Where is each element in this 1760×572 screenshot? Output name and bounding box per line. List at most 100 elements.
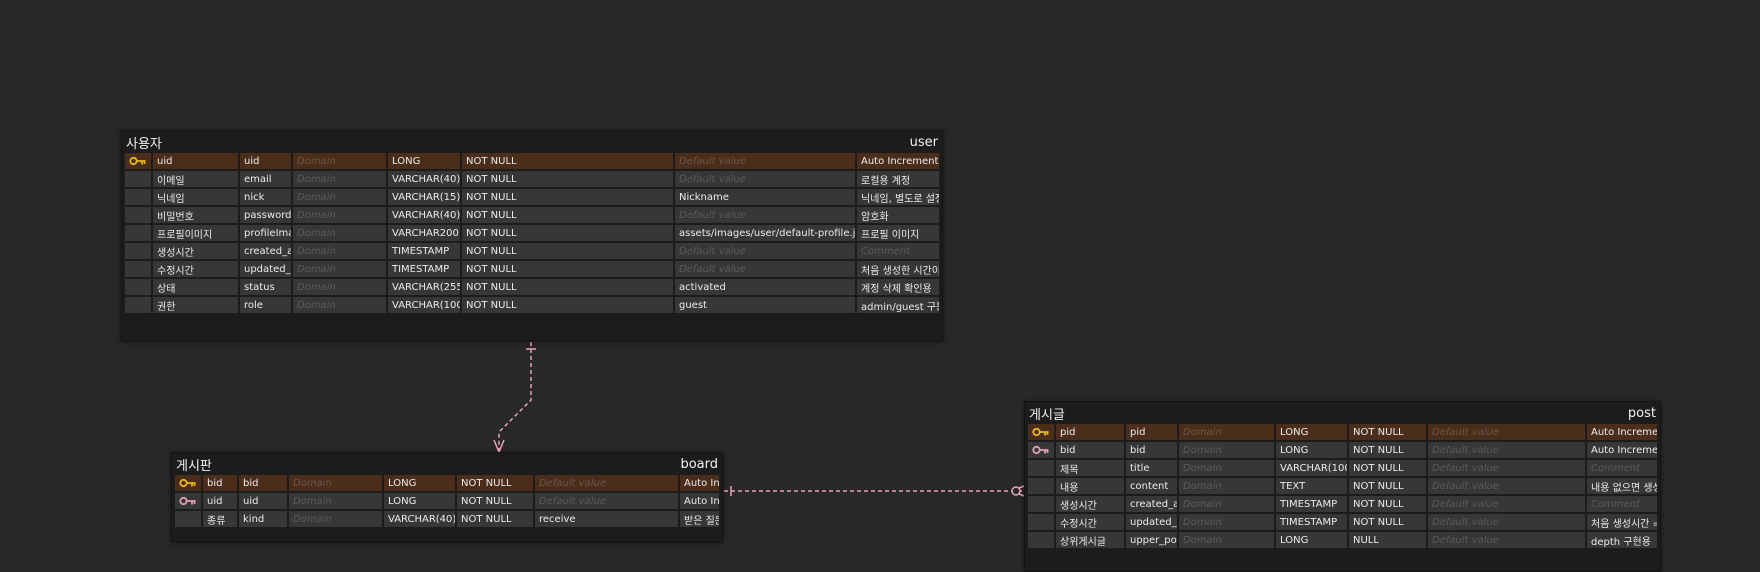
data-type-cell: VARCHAR(40): [388, 171, 460, 187]
table-physical-name: user: [909, 134, 938, 150]
comment-cell: 받은 질문/보낸 질문 구분: [680, 511, 719, 527]
table-header[interactable]: 사용자 user: [125, 131, 939, 153]
comment-cell: 프로필 이미지: [857, 225, 939, 241]
logical-name-cell: bid: [203, 475, 237, 491]
relationship-user-board[interactable]: [493, 342, 536, 454]
comment-cell: 처음 생성시간 = 수정시간: [1587, 514, 1657, 530]
nullable-cell: NOT NULL: [462, 279, 673, 295]
domain-cell: Domain: [293, 243, 386, 259]
nullable-cell: NOT NULL: [1349, 424, 1426, 440]
logical-name-cell: 내용: [1056, 478, 1124, 494]
comment-cell: 닉네임, 별도로 설정 가능: [857, 189, 939, 205]
key-cell: [1028, 514, 1054, 530]
nullable-cell: NOT NULL: [462, 243, 673, 259]
comment-cell: 계정 삭제 확인용: [857, 279, 939, 295]
physical-name-cell: updated_at: [240, 261, 291, 277]
table-physical-name: post: [1627, 405, 1656, 421]
physical-name-cell: created_at: [1126, 496, 1177, 512]
physical-name-cell: nick: [240, 189, 291, 205]
data-type-cell: VARCHAR(40): [384, 511, 455, 527]
zero-cardinality-circle: [1011, 486, 1021, 496]
nullable-cell: NOT NULL: [1349, 442, 1426, 458]
comment-cell: Auto Increment: [1587, 424, 1657, 440]
table-header[interactable]: 게시판 board: [175, 453, 719, 475]
nullable-cell: NOT NULL: [457, 493, 533, 509]
logical-name-cell: 생성시간: [1056, 496, 1124, 512]
relationship-user-board-line[interactable]: [498, 342, 532, 452]
column-row-profileImage[interactable]: 프로필이미지profileImageDomainVARCHAR200)NOT N…: [125, 225, 939, 241]
physical-name-cell: password: [240, 207, 291, 223]
nullable-cell: NOT NULL: [1349, 514, 1426, 530]
logical-name-cell: pid: [1056, 424, 1124, 440]
table-physical-name: board: [680, 456, 718, 472]
default-value-cell: receive: [535, 511, 678, 527]
data-type-cell: VARCHAR(100): [388, 297, 460, 313]
nullable-cell: NOT NULL: [1349, 478, 1426, 494]
default-value-cell: Default value: [1428, 442, 1585, 458]
physical-name-cell: uid: [240, 153, 291, 169]
domain-cell: Domain: [293, 297, 386, 313]
default-value-cell: Default value: [675, 261, 855, 277]
key-cell: [125, 261, 151, 277]
physical-name-cell: created_at: [240, 243, 291, 259]
comment-cell: admin/guest 구분용: [857, 297, 939, 313]
foreign-key-icon: [179, 496, 197, 506]
table-header[interactable]: 게시글 post: [1028, 402, 1657, 424]
table-logical-name: 사용자: [126, 136, 162, 152]
key-cell: [1028, 460, 1054, 476]
comment-cell: Comment: [1587, 460, 1657, 476]
key-cell: [125, 153, 151, 169]
key-cell: [125, 189, 151, 205]
key-cell: [125, 225, 151, 241]
default-value-cell: guest: [675, 297, 855, 313]
physical-name-cell: upper_post: [1126, 532, 1177, 548]
data-type-cell: LONG: [388, 153, 460, 169]
logical-name-cell: uid: [203, 493, 237, 509]
default-value-cell: Default value: [1428, 514, 1585, 530]
nullable-cell: NOT NULL: [462, 153, 673, 169]
nullable-cell: NOT NULL: [462, 261, 673, 277]
logical-name-cell: 수정시간: [153, 261, 238, 277]
domain-cell: Domain: [1179, 478, 1274, 494]
logical-name-cell: 이메일: [153, 171, 238, 187]
default-value-cell: Default value: [1428, 460, 1585, 476]
logical-name-cell: 프로필이미지: [153, 225, 238, 241]
key-cell: [1028, 532, 1054, 548]
logical-name-cell: uid: [153, 153, 238, 169]
logical-name-cell: 종류: [203, 511, 237, 527]
domain-cell: Domain: [293, 153, 386, 169]
nullable-cell: NOT NULL: [457, 475, 533, 491]
data-type-cell: TIMESTAMP: [1276, 496, 1347, 512]
key-cell: [175, 475, 201, 491]
default-value-cell: Default value: [1428, 478, 1585, 494]
data-type-cell: VARCHAR(15): [388, 189, 460, 205]
relationship-board-post[interactable]: [724, 485, 1025, 497]
nullable-cell: NOT NULL: [462, 297, 673, 313]
physical-name-cell: pid: [1126, 424, 1177, 440]
nullable-cell: NOT NULL: [462, 225, 673, 241]
foreign-key-icon: [1032, 445, 1050, 455]
data-type-cell: LONG: [384, 493, 455, 509]
